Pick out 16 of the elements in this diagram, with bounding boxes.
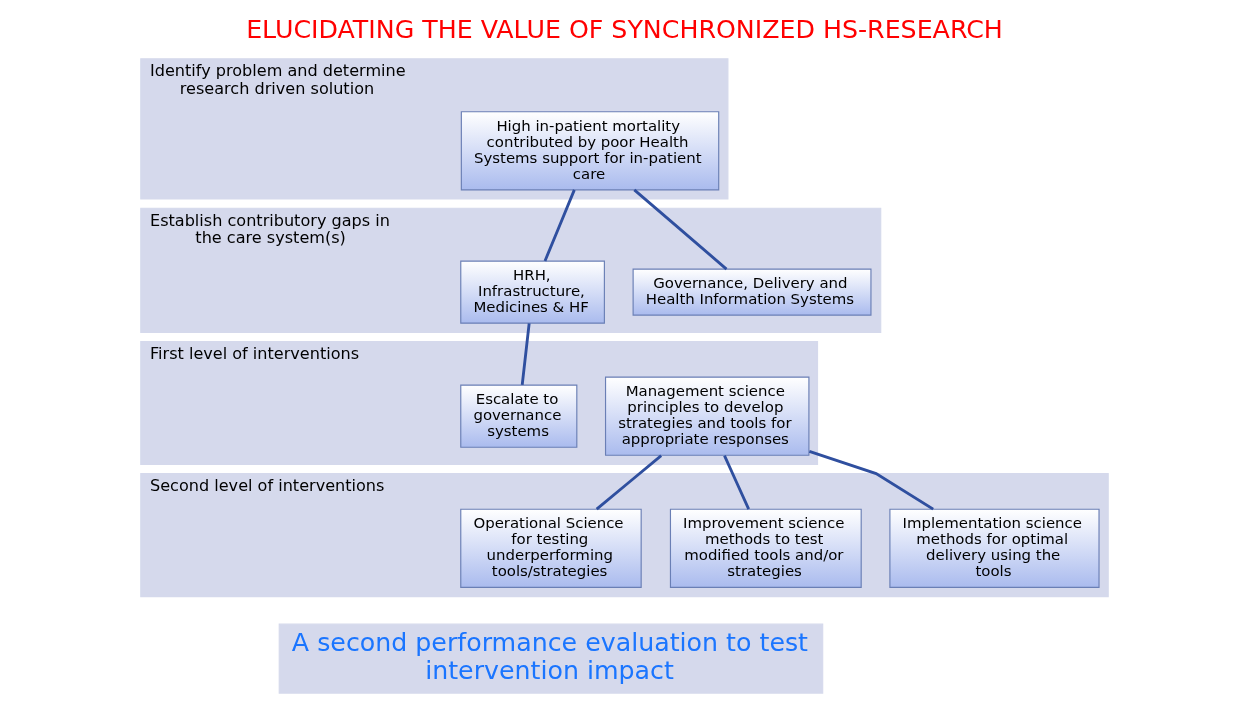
node-box: Implementation science methods for optimal delivery using the tools bbox=[889, 508, 1100, 588]
connector bbox=[723, 455, 750, 510]
node-box: Governance, Delivery and Health Information Systems bbox=[632, 268, 872, 316]
connector bbox=[520, 323, 531, 386]
connector bbox=[808, 450, 934, 511]
connector bbox=[633, 188, 728, 271]
node-box: High in-patient mortality contributed by poor Health Systems support for in-patient care bbox=[460, 111, 720, 191]
node-box: Improvement science methods to test modified tools and/or strategies bbox=[669, 508, 862, 588]
diagram-title: ELUCIDATING THE VALUE OF SYNCHRONIZED HS-RESEARCH bbox=[246, 14, 1003, 44]
node-box: Management science principles to develop strategies and tools for appropriate responses bbox=[604, 376, 810, 456]
node-box: HRH, Infrastructure, Medicines & HF bbox=[460, 260, 605, 324]
node-box: Escalate to governance systems bbox=[460, 384, 578, 448]
connector bbox=[543, 189, 576, 262]
node-box: A second performance evaluation to test intervention impact bbox=[278, 623, 824, 694]
connector bbox=[595, 454, 663, 511]
node-box: Operational Science for testing underperforming tools/strategies bbox=[460, 508, 642, 588]
